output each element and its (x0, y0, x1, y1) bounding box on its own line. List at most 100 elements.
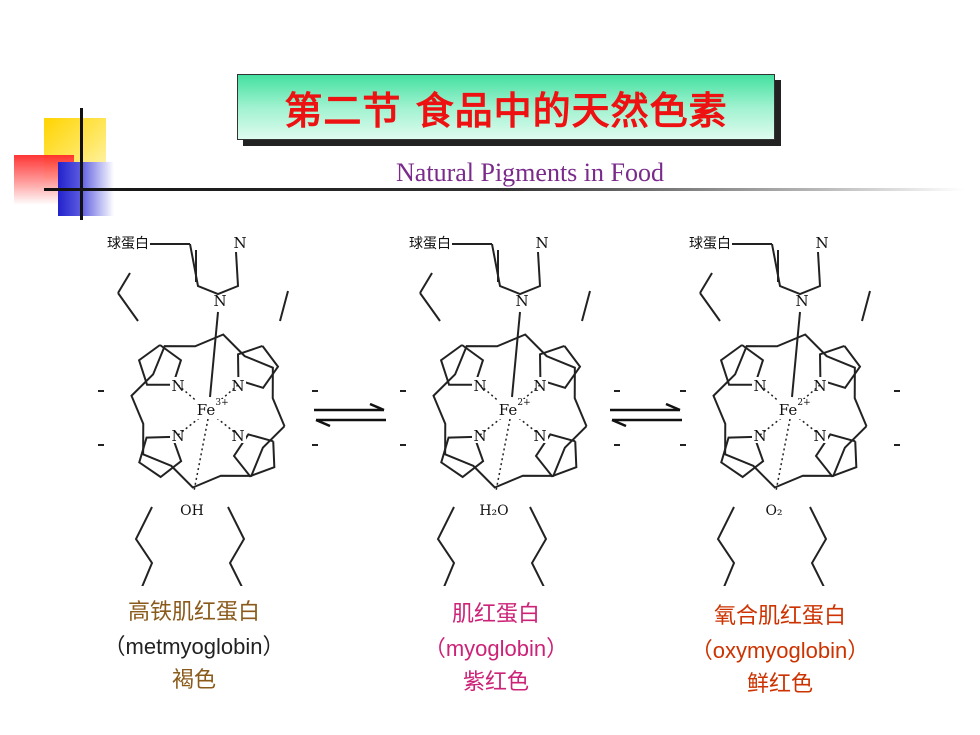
globin-label: 球蛋白 (689, 236, 731, 252)
structure-myoglobin: 球蛋白NNCOOHCOOHNNNNFe2+H₂O (400, 234, 620, 586)
bond (719, 344, 765, 386)
fe-bg (778, 399, 808, 419)
bond (581, 290, 591, 322)
coord-bond (479, 410, 511, 436)
bond (716, 506, 736, 586)
ring-n: N (231, 427, 244, 445)
structure-oxymyoglobin: 球蛋白NNCOOHCOOHNNNNFe2+O₂ (680, 234, 900, 586)
bond (117, 272, 131, 294)
name-en: （metmyoglobin） (103, 634, 285, 659)
bond (699, 272, 713, 294)
globin-label: 球蛋白 (409, 236, 451, 252)
bond (138, 435, 183, 479)
title-underline (44, 188, 964, 191)
name-zh: 高铁肌红蛋白 (127, 600, 260, 625)
name-zh: 氧合肌红蛋白 (713, 604, 846, 629)
coord-bond (509, 410, 541, 436)
fe-bg (196, 399, 226, 419)
bond (861, 290, 871, 322)
ring-n: N (813, 377, 826, 395)
bond (699, 292, 721, 322)
bond (539, 345, 582, 389)
title-box: 第二节 食品中的天然色素 (237, 74, 775, 140)
bond (534, 433, 578, 478)
coord-bond (789, 410, 821, 436)
bond (209, 311, 219, 398)
name-en: （oxymyoglobin） (690, 638, 870, 663)
decor-vertical-line (80, 108, 83, 220)
label-myoglobin: 肌红蛋白 （myoglobin） 紫红色 (366, 598, 626, 700)
equilibrium-arrow-2 (610, 402, 682, 428)
bond (771, 243, 822, 296)
bond (137, 344, 183, 386)
coord-bond (759, 410, 791, 436)
fe-atom: Fe (499, 401, 518, 419)
bond (432, 333, 588, 489)
color-zh: 紫红色 (462, 670, 529, 695)
imidazole-n-link: N (213, 292, 226, 310)
ligand-bond (193, 418, 209, 492)
coord-bond (509, 384, 541, 412)
imidazole-n-link: N (515, 292, 528, 310)
globin-label: 球蛋白 (107, 236, 149, 252)
bond (791, 311, 801, 398)
bond (439, 344, 485, 386)
coord-bond (177, 384, 209, 412)
ring-n: N (473, 427, 486, 445)
color-zh: 褐色 (171, 668, 216, 693)
imidazole-n-top: N (815, 234, 828, 252)
bond (720, 435, 765, 479)
ligand-label: OH (180, 503, 204, 519)
ring-n: N (533, 427, 546, 445)
bond (227, 506, 246, 586)
bond (491, 243, 542, 296)
bond (529, 506, 548, 586)
coord-bond (759, 384, 791, 412)
fe-atom: Fe (197, 401, 216, 419)
name-en: （myoglobin） (423, 636, 569, 661)
coord-bond (207, 384, 239, 412)
fe-bg (498, 399, 528, 419)
bond (237, 345, 280, 389)
color-zh: 鲜红色 (746, 672, 813, 697)
ring-n: N (171, 427, 184, 445)
ring-n: N (753, 377, 766, 395)
bond (809, 506, 828, 586)
fe-atom: Fe (779, 401, 798, 419)
ring-n: N (533, 377, 546, 395)
name-zh: 肌红蛋白 (451, 602, 540, 627)
bond (419, 272, 433, 294)
bond (419, 292, 441, 322)
bond (511, 311, 521, 398)
bond (814, 433, 858, 478)
structure-metmyoglobin: 球蛋白NNCOOHCOOHNNNNFe3+OH (98, 234, 318, 586)
bond (279, 290, 289, 322)
bond (712, 333, 868, 489)
imidazole-n-top: N (535, 234, 548, 252)
fe-charge: 2+ (797, 398, 810, 408)
slide-title: 第二节 食品中的天然色素 (284, 88, 728, 133)
bond (440, 435, 485, 479)
label-metmyoglobin: 高铁肌红蛋白 （metmyoglobin） 褐色 (64, 596, 324, 698)
ligand-bond (775, 418, 791, 492)
imidazole-n-top: N (233, 234, 246, 252)
bond (819, 345, 862, 389)
coord-bond (789, 384, 821, 412)
coord-bond (207, 410, 239, 436)
coord-bond (479, 384, 511, 412)
bond (134, 506, 154, 586)
bond (189, 243, 240, 296)
bond (130, 333, 286, 489)
ligand-label: H₂O (479, 503, 508, 519)
bond (436, 506, 456, 586)
ring-n: N (813, 427, 826, 445)
bond (117, 292, 139, 322)
ring-n: N (231, 377, 244, 395)
ligand-bond (495, 418, 511, 492)
imidazole-n-link: N (795, 292, 808, 310)
coord-bond (177, 410, 209, 436)
bond (232, 433, 276, 478)
slide-subtitle: Natural Pigments in Food (396, 158, 664, 187)
fe-charge: 2+ (517, 398, 530, 408)
ring-n: N (473, 377, 486, 395)
